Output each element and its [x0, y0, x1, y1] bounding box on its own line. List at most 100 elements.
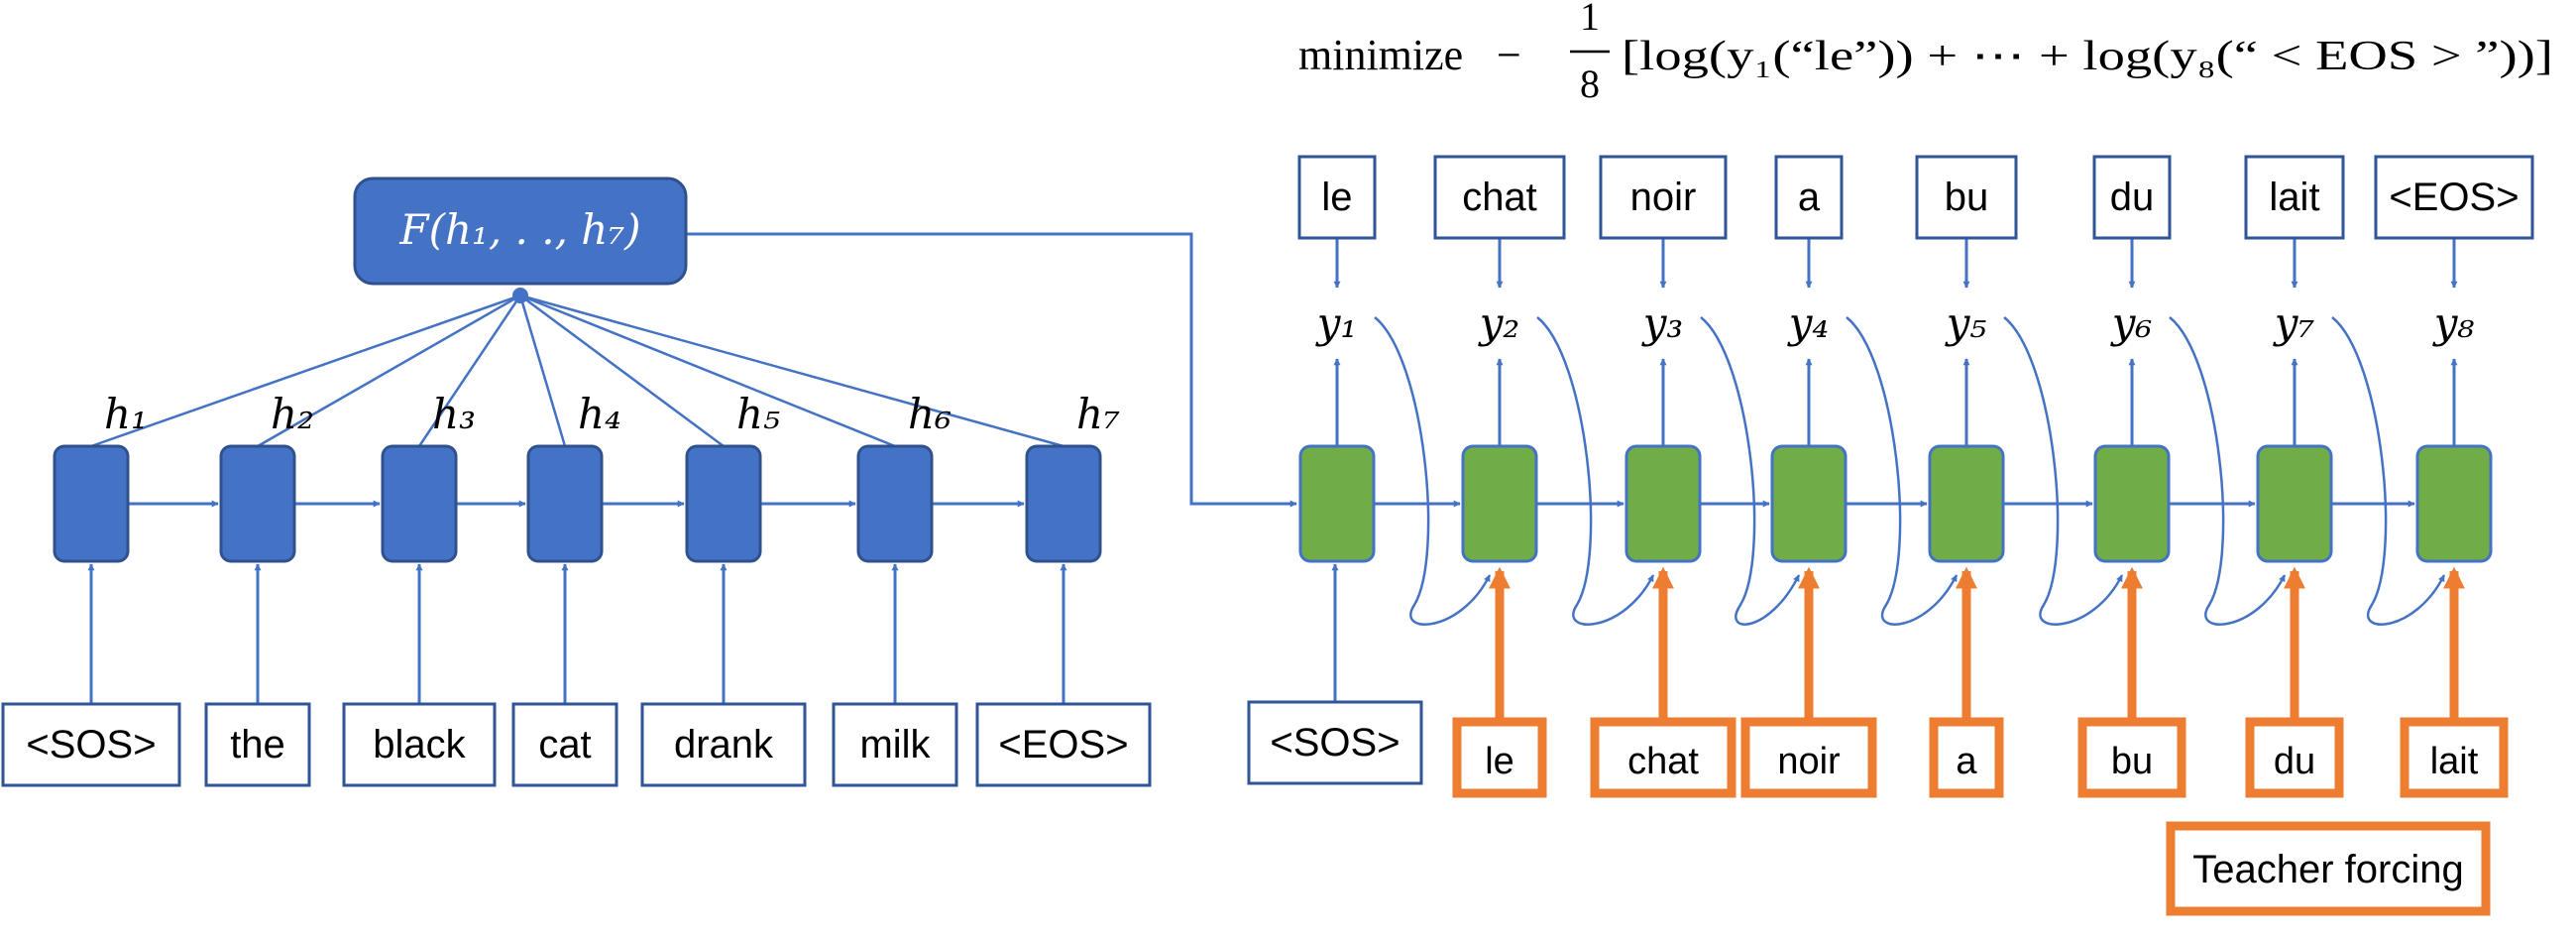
teacher-forced-token: du — [2245, 717, 2344, 798]
teacher-forced-token: chat — [1590, 717, 1736, 798]
encoder-input-token: <EOS> — [975, 702, 1152, 787]
target-token: chat — [1433, 155, 1566, 240]
aggregation-hub — [512, 288, 528, 303]
aggregation-line — [518, 294, 567, 447]
encoder-cell — [1025, 444, 1102, 563]
target-token: lait — [2244, 155, 2345, 240]
decoder-output-label: y₄ — [1787, 298, 1830, 347]
target-token: noir — [1599, 155, 1728, 240]
teacher-forcing-box: Teacher forcing — [2166, 821, 2491, 916]
teacher-forced-label: le — [1485, 741, 1514, 782]
feedback-curve — [1846, 316, 1959, 626]
decoder-output-label: y₁ — [1315, 298, 1358, 347]
hidden-state-label: h₄ — [578, 390, 621, 438]
aggregation-line — [519, 294, 896, 448]
decoder-cell — [1624, 444, 1702, 563]
encoder-input-label: cat — [538, 723, 591, 766]
formula-word: minimize — [1298, 31, 1463, 79]
decoder-cell — [1298, 444, 1376, 563]
encoder-input-label: <SOS> — [26, 723, 156, 766]
encoder-input-token: cat — [511, 702, 618, 787]
aggregation-line — [519, 294, 725, 448]
aggregation-line — [519, 294, 1064, 448]
teacher-forcing-label: Teacher forcing — [2192, 848, 2463, 891]
encoder-inputs: <SOS> the black cat drank milk <EOS> — [1, 702, 1152, 787]
loss-formula: minimize − 1 8 [log(y₁(“le”)) + ⋯ + log(… — [1298, 0, 2553, 106]
decoder-output-label: y₃ — [1641, 298, 1684, 347]
encoder-input-label: milk — [859, 723, 931, 766]
target-token-label: a — [1798, 176, 1821, 219]
target-token: du — [2092, 155, 2172, 240]
feedback-curve — [1536, 316, 1655, 626]
formula-numerator: 1 — [1580, 0, 1600, 39]
decoder-output-label: y₅ — [1945, 298, 1987, 347]
decoder-cell — [2093, 444, 2171, 563]
target-token-label: noir — [1630, 176, 1697, 219]
encoder-input-token: milk — [832, 702, 958, 787]
teacher-forced-label: du — [2274, 741, 2315, 782]
decoder-cell — [2415, 444, 2493, 563]
decoder-cell — [1770, 444, 1848, 563]
teacher-forced-label: chat — [1627, 741, 1699, 782]
teacher-forced-token: bu — [2077, 717, 2186, 798]
teacher-forced-token: lait — [2400, 717, 2509, 798]
hidden-state-label: h₇ — [1076, 390, 1120, 438]
context-arrow — [686, 232, 1297, 508]
feedback-curve — [2003, 316, 2124, 626]
hidden-state-label: h₁ — [104, 390, 148, 438]
feedback-curve — [1374, 316, 1492, 626]
encoder-input-label: black — [373, 723, 466, 766]
aggregation-line — [257, 294, 521, 448]
decoder-cell — [1928, 444, 2005, 563]
encoder-cell — [219, 444, 296, 563]
decoder-first-input: <SOS> — [1247, 700, 1423, 785]
encoder-input-label: the — [230, 723, 285, 766]
target-token: le — [1297, 155, 1377, 240]
encoder-input-token: <SOS> — [1, 702, 181, 787]
connections — [87, 232, 2465, 718]
target-token-label: bu — [1945, 176, 1989, 219]
teacher-forced-inputs: le chat noir a bu du lait — [1452, 717, 2509, 798]
encoder-cell — [856, 444, 934, 563]
target-token-label: le — [1321, 176, 1352, 219]
teacher-forced-token: le — [1452, 717, 1547, 798]
function-label: F(h₁, . ., h₇) — [398, 205, 640, 254]
hidden-state-label: h₂ — [271, 390, 314, 438]
teacher-forced-label: a — [1956, 741, 1977, 782]
formula-body: [log(y₁(“le”)) + ⋯ + log(y₈(“ < EOS > ”)… — [1622, 34, 2553, 79]
feedback-curve — [2331, 316, 2446, 626]
decoder-output-label: y₆ — [2110, 298, 2153, 347]
decoder-output-label: y₇ — [2273, 298, 2315, 347]
hidden-state-label: h₆ — [908, 390, 952, 438]
target-token-label: lait — [2269, 176, 2319, 219]
hidden-state-label: h₃ — [432, 390, 476, 438]
decoder-cell — [2256, 444, 2333, 563]
encoder-input-token: drank — [640, 702, 807, 787]
feedback-curve — [1700, 316, 1801, 626]
teacher-forced-token: a — [1929, 717, 2004, 798]
decoder-cells — [1298, 444, 2493, 563]
encoder-input-label: drank — [674, 723, 774, 766]
decoder-output-label: y₈ — [2432, 298, 2475, 347]
teacher-forced-token: noir — [1740, 717, 1877, 798]
encoder-input-token: black — [342, 702, 497, 787]
encoder-cells — [53, 444, 1102, 563]
encoder-cell — [526, 444, 604, 563]
target-token: <EOS> — [2374, 155, 2534, 240]
aggregation-line — [90, 294, 521, 448]
decoder-cell — [1461, 444, 1538, 563]
formula-minus: − — [1497, 31, 1521, 79]
encoder-cell — [685, 444, 762, 563]
teacher-forced-label: bu — [2111, 741, 2153, 782]
feedback-curve — [2169, 316, 2287, 626]
teacher-forced-label: noir — [1777, 741, 1841, 782]
encoder-input-label: <EOS> — [998, 723, 1128, 766]
decoder-sos-label: <SOS> — [1270, 721, 1400, 765]
function-box: F(h₁, . ., h₇) — [353, 176, 688, 286]
decoder-targets: le chat noir a bu du lait <EOS> — [1297, 155, 2534, 240]
